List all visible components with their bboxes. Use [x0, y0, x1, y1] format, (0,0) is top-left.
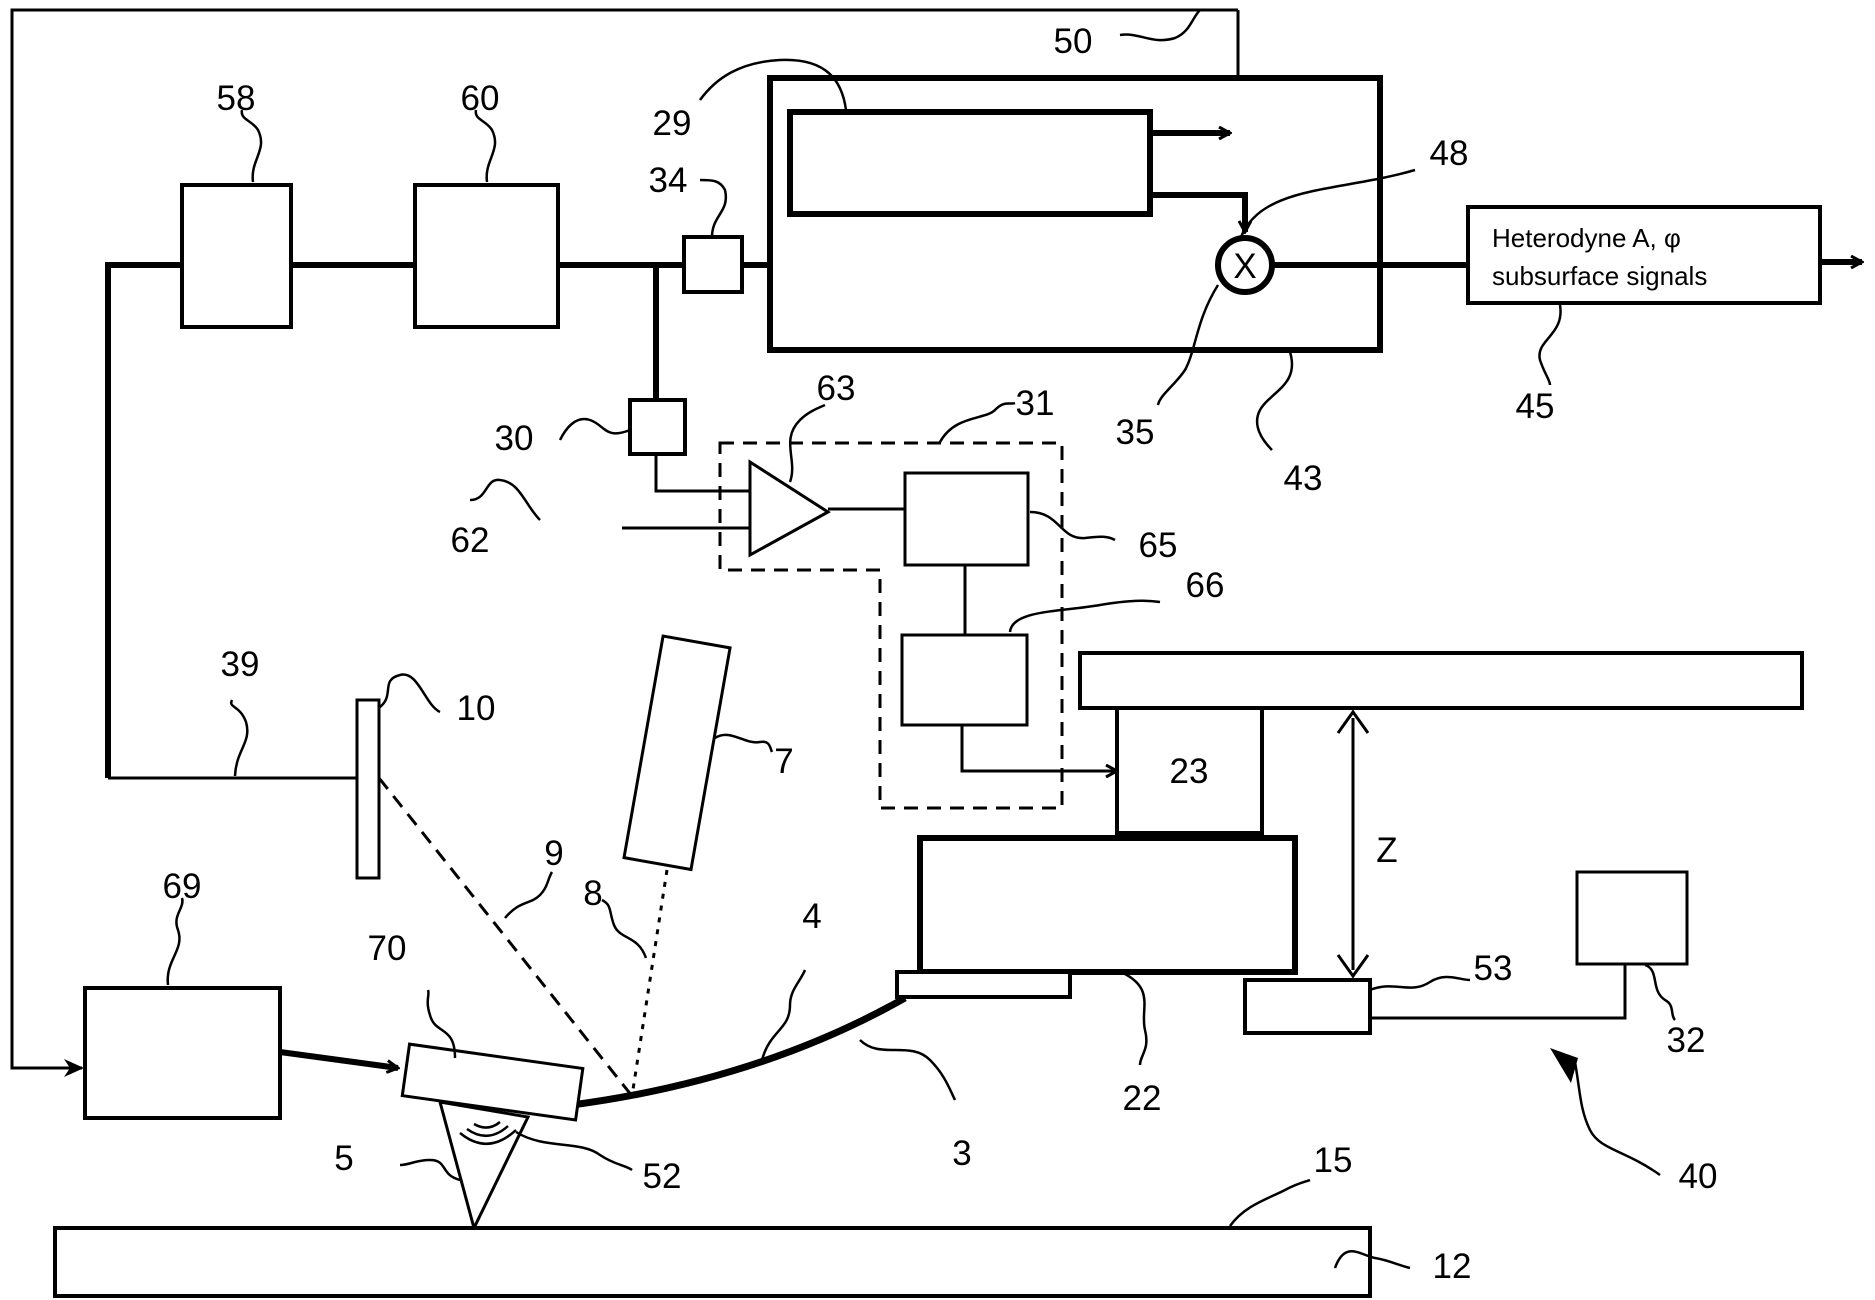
- label-70: 70: [368, 929, 407, 968]
- laser-7: [624, 636, 730, 869]
- label-5: 5: [334, 1139, 353, 1178]
- leader-60: [476, 110, 495, 182]
- label-15: 15: [1314, 1141, 1353, 1180]
- leader-22: [1125, 974, 1146, 1065]
- block-66: [902, 635, 1027, 725]
- beam-8: [632, 870, 667, 1096]
- output-line2: subsurface signals: [1492, 261, 1707, 291]
- leader-62: [470, 480, 540, 520]
- tip-5: [440, 1102, 528, 1228]
- label-31: 31: [1016, 384, 1055, 423]
- label-39: 39: [221, 645, 260, 684]
- label-43: 43: [1284, 459, 1323, 498]
- block-30: [630, 400, 685, 454]
- label-30: 30: [495, 419, 534, 458]
- label-63: 63: [817, 369, 856, 408]
- leader-43: [1257, 352, 1292, 450]
- block-53: [1245, 980, 1370, 1033]
- top-plate: [1080, 653, 1802, 708]
- label-65: 65: [1139, 526, 1178, 565]
- line-30-to-amp: [656, 454, 750, 491]
- label-34: 34: [649, 161, 688, 200]
- leader-10: [380, 675, 440, 712]
- block-69: [85, 988, 280, 1118]
- label-12: 12: [1433, 1247, 1472, 1286]
- label-9: 9: [544, 834, 563, 873]
- label-22: 22: [1123, 1079, 1162, 1118]
- leader-34: [700, 180, 726, 237]
- label-62: 62: [451, 521, 490, 560]
- leader-50: [1120, 10, 1200, 40]
- leader-15: [1230, 1180, 1310, 1226]
- block-22: [920, 838, 1295, 972]
- block-34: [684, 237, 742, 292]
- label-69: 69: [163, 867, 202, 906]
- arrow-40-head: [1550, 1048, 1578, 1083]
- output-line1: Heterodyne A, φ: [1492, 223, 1681, 253]
- line-69-70: [280, 1052, 398, 1068]
- label-32: 32: [1667, 1021, 1706, 1060]
- label-4: 4: [802, 897, 821, 936]
- detector-10: [357, 700, 379, 878]
- block-60: [415, 185, 558, 327]
- block-58: [182, 185, 291, 327]
- leader-9: [505, 872, 552, 918]
- mixer-symbol: X: [1233, 247, 1256, 286]
- leader-66: [1010, 601, 1160, 632]
- leader-58: [242, 110, 261, 182]
- leader-30: [560, 419, 630, 440]
- leader-31: [940, 403, 1015, 442]
- block-32: [1577, 872, 1687, 964]
- label-50: 50: [1054, 22, 1093, 61]
- label-8: 8: [583, 874, 602, 913]
- label-23: 23: [1170, 752, 1209, 791]
- label-53: 53: [1474, 949, 1513, 988]
- sample-12: [55, 1228, 1370, 1296]
- label-10: 10: [457, 689, 496, 728]
- block-29: [790, 112, 1150, 214]
- label-7: 7: [774, 742, 793, 781]
- label-3: 3: [952, 1134, 971, 1173]
- label-66: 66: [1186, 566, 1225, 605]
- leader-39: [231, 700, 247, 776]
- label-58: 58: [217, 79, 256, 118]
- label-60: 60: [461, 79, 500, 118]
- label-48: 48: [1430, 134, 1469, 173]
- leader-52: [516, 1132, 632, 1170]
- leader-3: [860, 1040, 955, 1100]
- chip-3: [897, 972, 1070, 997]
- label-45: 45: [1516, 387, 1555, 426]
- block-65: [905, 473, 1028, 565]
- leader-45: [1539, 305, 1560, 385]
- leader-69: [168, 898, 183, 985]
- label-40: 40: [1679, 1157, 1718, 1196]
- label-52: 52: [643, 1157, 682, 1196]
- z-label: Z: [1376, 831, 1397, 870]
- label-29: 29: [653, 104, 692, 143]
- cantilever-4: [572, 998, 905, 1105]
- amplifier-63: [750, 462, 828, 555]
- leader-53: [1370, 977, 1470, 990]
- label-35: 35: [1116, 413, 1155, 452]
- transducer-70: [402, 1044, 583, 1120]
- line-66-to-23: [962, 725, 1117, 771]
- leader-8: [602, 900, 646, 958]
- leader-32: [1645, 965, 1675, 1020]
- leader-40: [1575, 1062, 1660, 1175]
- leader-7: [715, 735, 772, 752]
- leader-65: [1030, 512, 1115, 540]
- leader-5: [400, 1160, 460, 1180]
- signal-line-39-to-58: [108, 265, 182, 778]
